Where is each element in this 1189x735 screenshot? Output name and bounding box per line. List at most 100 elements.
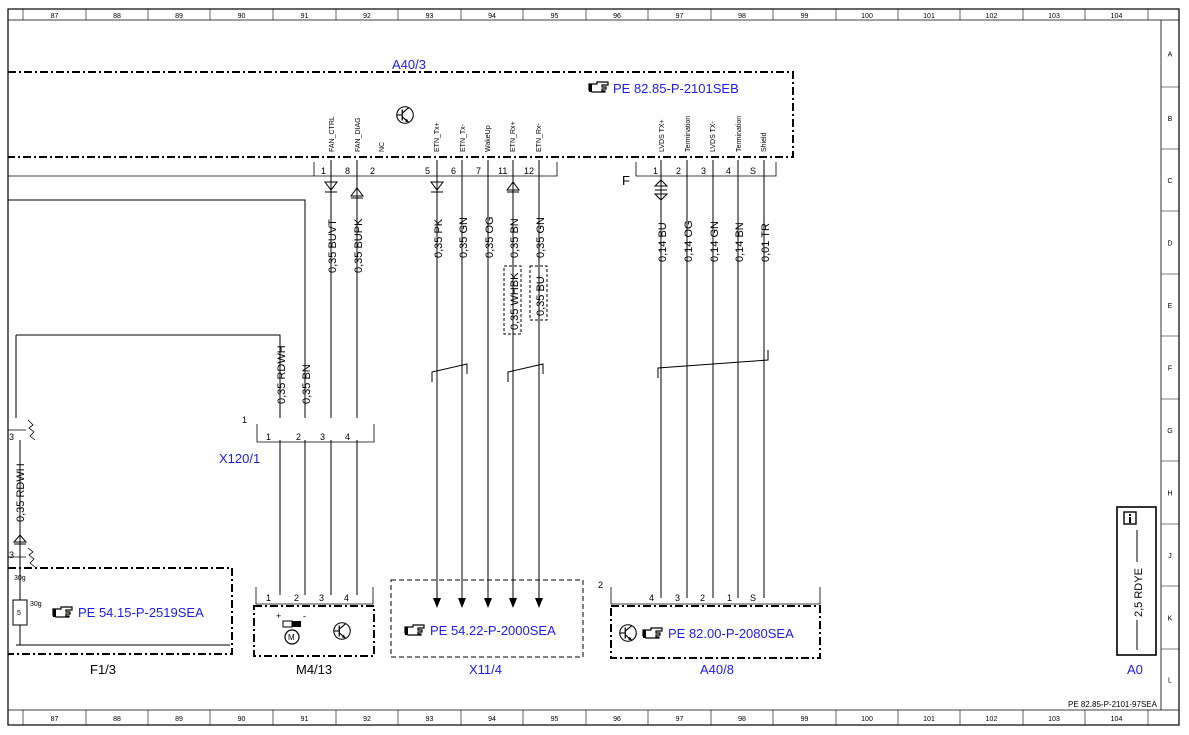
grid-label: G — [1167, 428, 1172, 435]
grid-label: F — [1168, 366, 1172, 373]
fuse-rating: 30g — [14, 575, 26, 582]
polarity-plus: + — [276, 611, 281, 621]
grid-lines — [22, 9, 1179, 725]
pin-name-fan-diag: FAN_DIAG — [355, 117, 362, 152]
wire-label: 0,35 RDWH — [15, 463, 27, 522]
wire-label: 0,35 BU — [535, 276, 547, 316]
grid-label: D — [1167, 241, 1172, 248]
a40-8-outline — [610, 605, 821, 659]
grid-label: 94 — [488, 13, 496, 20]
grid-label: E — [1168, 303, 1173, 310]
wire-label: 0,14 GN — [709, 221, 721, 262]
pointing-hand-icon — [588, 81, 609, 93]
grid-label: 98 — [738, 716, 746, 723]
grid-label: 93 — [426, 716, 434, 723]
doc-code: PE 82.85-P-2101-97SEA — [1068, 700, 1158, 709]
wire-label: 0,35 BUVT — [327, 219, 339, 273]
wire-label: 0,35 WHBK — [509, 272, 521, 330]
grid-label: 87 — [51, 716, 59, 723]
pin-number: 4 — [726, 166, 731, 176]
grid-label: 88 — [113, 716, 121, 723]
pin-number: 12 — [524, 166, 534, 176]
left-pin-number: 3 — [9, 432, 14, 442]
grid-labels: 8787888889899090919192929393949495959696… — [51, 13, 1173, 723]
wire-labels: 0,35 BUVT 0,35 BUPK 0,35 PK 0,35 GN 0,35… — [15, 216, 772, 522]
grid-label: 102 — [986, 13, 998, 20]
grid-label: 89 — [175, 716, 183, 723]
x120-1-connector — [256, 424, 375, 443]
a0-box — [1116, 506, 1157, 656]
f1-3-reference[interactable]: PE 54.15-P-2519SEA — [78, 605, 204, 620]
m4-13-pins: 1 2 3 4 — [266, 593, 349, 603]
a40-8-connector — [610, 587, 821, 605]
grid-label: 99 — [801, 716, 809, 723]
wire-label: 0,14 OG — [683, 220, 695, 262]
x120-1-pins: 1 2 3 4 — [266, 432, 350, 442]
a0-wire-gap — [1131, 562, 1143, 620]
fuse-rating: 30g — [30, 601, 42, 608]
a0-label: A0 — [1127, 662, 1143, 677]
pin-number: 1 — [653, 166, 658, 176]
grid-label: 95 — [551, 716, 559, 723]
info-icon — [1123, 511, 1137, 525]
wire-label: 0,35 GN — [535, 217, 547, 258]
pin-number: 1 — [727, 593, 732, 603]
wire-label: 0,35 GN — [458, 217, 470, 258]
pin-name-shield: Shield — [761, 132, 768, 152]
motor-icon: M — [282, 620, 301, 645]
pin-number: 4 — [345, 432, 350, 442]
pointing-hand-icon — [52, 606, 73, 618]
pin-number: 3 — [675, 593, 680, 603]
pin-number: 1 — [266, 593, 271, 603]
pin-name-termination-2: Termination — [736, 116, 743, 152]
pin-number: 6 — [451, 166, 456, 176]
grid-label: 91 — [301, 716, 309, 723]
pin-name-lvds-tx-n: LVDS TX- — [710, 120, 717, 152]
left-pin-number: 3 — [9, 550, 14, 560]
grid-label: 100 — [861, 13, 873, 20]
pin-name-etn-tx-n: ETN_Tx- — [460, 123, 467, 152]
grid-label: 90 — [238, 716, 246, 723]
a40-3-outline — [8, 71, 794, 158]
wire-label: 0,14 BU — [657, 222, 669, 262]
pin-name-etn-rx-n: ETN_Rx- — [536, 123, 543, 152]
x11-4-outline — [390, 579, 584, 658]
grid-label: 89 — [175, 13, 183, 20]
fuse-symbol — [12, 599, 28, 626]
x11-4-reference[interactable]: PE 54.22-P-2000SEA — [430, 623, 556, 638]
a40-8-reference[interactable]: PE 82.00-P-2080SEA — [668, 626, 794, 641]
pin-number: S — [750, 593, 756, 603]
x120-1-connector-number: 1 — [242, 415, 247, 425]
f1-3-label: F1/3 — [90, 662, 116, 677]
pin-name-lvds-tx-p: LVDS TX+ — [659, 119, 666, 152]
grid-label: 96 — [613, 716, 621, 723]
pin-number: 4 — [649, 593, 654, 603]
x120-1-label: X120/1 — [219, 451, 260, 466]
grid-label: 101 — [923, 716, 935, 723]
wire-label: 0,01 TR — [760, 223, 772, 262]
a40-3-reference[interactable]: PE 82.85-P-2101SEB — [613, 81, 739, 96]
pin-number: 7 — [476, 166, 481, 176]
wire-label: 0,14 BN — [734, 222, 746, 262]
grid-label: 99 — [801, 13, 809, 20]
grid-label: 95 — [551, 13, 559, 20]
grid-label: 88 — [113, 13, 121, 20]
wire-label: 0,35 BN — [509, 218, 521, 258]
a40-3-pin-numbers: 1 8 2 5 6 7 11 12 1 2 3 4 S — [321, 166, 756, 176]
grid-label: 103 — [1048, 716, 1060, 723]
wire-label: 0,35 BUPK — [353, 218, 365, 273]
wire-label: 0,35 RDWH — [276, 345, 288, 404]
pin-number: 3 — [320, 432, 325, 442]
pin-number: 4 — [344, 593, 349, 603]
pin-name-wakeup: WakeUp — [485, 125, 492, 152]
pin-number: 1 — [321, 166, 326, 176]
a40-3-label: A40/3 — [392, 57, 426, 72]
pin-number: 2 — [370, 166, 375, 176]
pin-number: 1 — [266, 432, 271, 442]
grid-label: K — [1168, 616, 1173, 623]
grid-label: 100 — [861, 716, 873, 723]
a40-3-connector — [8, 162, 777, 177]
m4-13-label: M4/13 — [296, 662, 332, 677]
grid-label: 92 — [363, 13, 371, 20]
